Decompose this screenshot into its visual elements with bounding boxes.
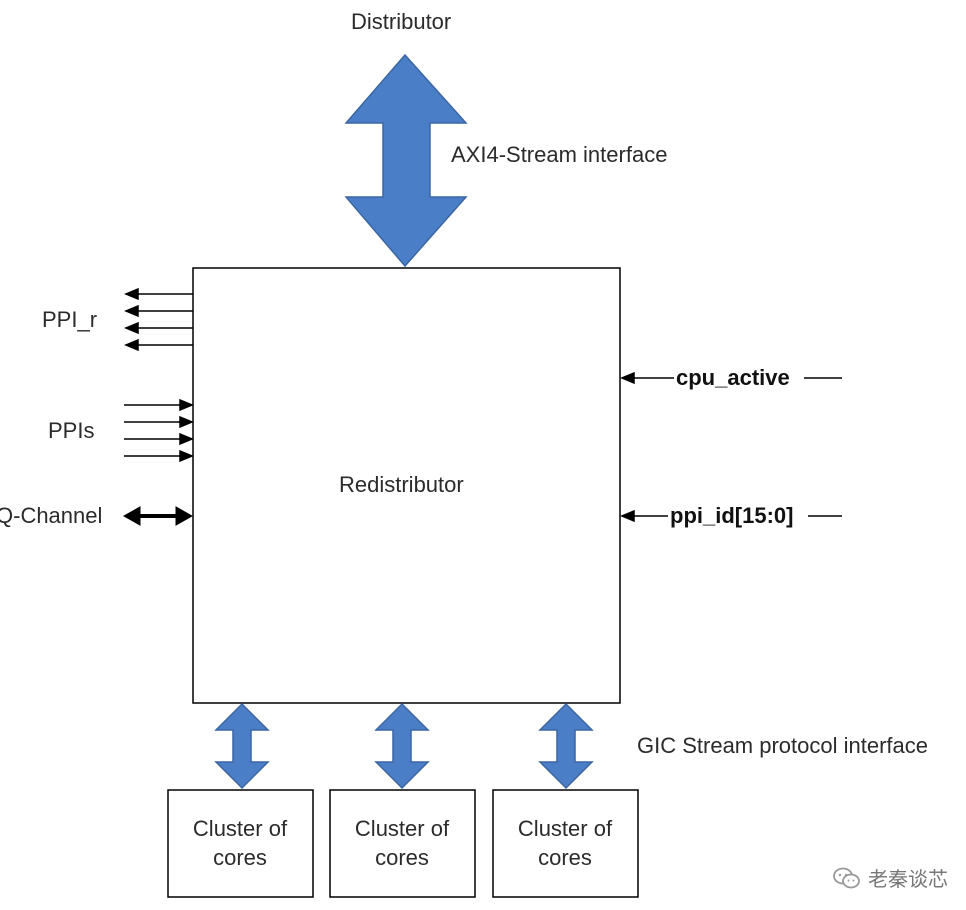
cluster-line2: cores	[213, 845, 267, 870]
cpu-active-label: cpu_active	[676, 365, 790, 390]
cluster-link-arrow-1	[214, 702, 270, 790]
cluster-line2: cores	[375, 845, 429, 870]
cluster-text-2: Cluster of cores	[332, 814, 472, 872]
distributor-label: Distributor	[351, 9, 452, 34]
qchannel-arrow	[122, 506, 194, 526]
cluster-link-arrow-3	[538, 702, 594, 790]
watermark-text: 老秦谈芯	[868, 869, 948, 891]
cpu-active-arrow	[620, 371, 842, 385]
cluster-line1: Cluster of	[517, 816, 613, 841]
redistributor-label: Redistributor	[339, 472, 464, 497]
cluster-line2: cores	[538, 845, 592, 870]
cluster-link-arrow-2	[374, 702, 430, 790]
gic-stream-label: GIC Stream protocol interface	[637, 733, 929, 758]
cluster-text-1: Cluster of cores	[170, 814, 310, 872]
cluster-line1: Cluster of	[354, 816, 450, 841]
ppi-r-arrows	[124, 287, 193, 352]
axi4-stream-label: AXI4-Stream interface	[451, 142, 668, 167]
watermark: 老秦谈芯	[832, 863, 948, 892]
redistributor-box	[192, 267, 621, 704]
ppi-id-label: ppi_id[15:0]	[670, 503, 794, 528]
cluster-box-1	[167, 789, 314, 898]
ppi-r-label: PPI_r	[42, 307, 98, 332]
qchannel-label: Q-Channel	[0, 503, 103, 528]
wechat-icon	[833, 867, 860, 888]
ppi-id-arrow	[620, 509, 842, 523]
cluster-box-2	[329, 789, 476, 898]
cluster-text-3: Cluster of cores	[495, 814, 635, 872]
cluster-line1: Cluster of	[192, 816, 288, 841]
axi4-stream-double-arrow	[344, 53, 468, 268]
cluster-box-3	[492, 789, 639, 898]
ppis-arrows	[124, 398, 194, 463]
ppis-label: PPIs	[48, 418, 95, 443]
